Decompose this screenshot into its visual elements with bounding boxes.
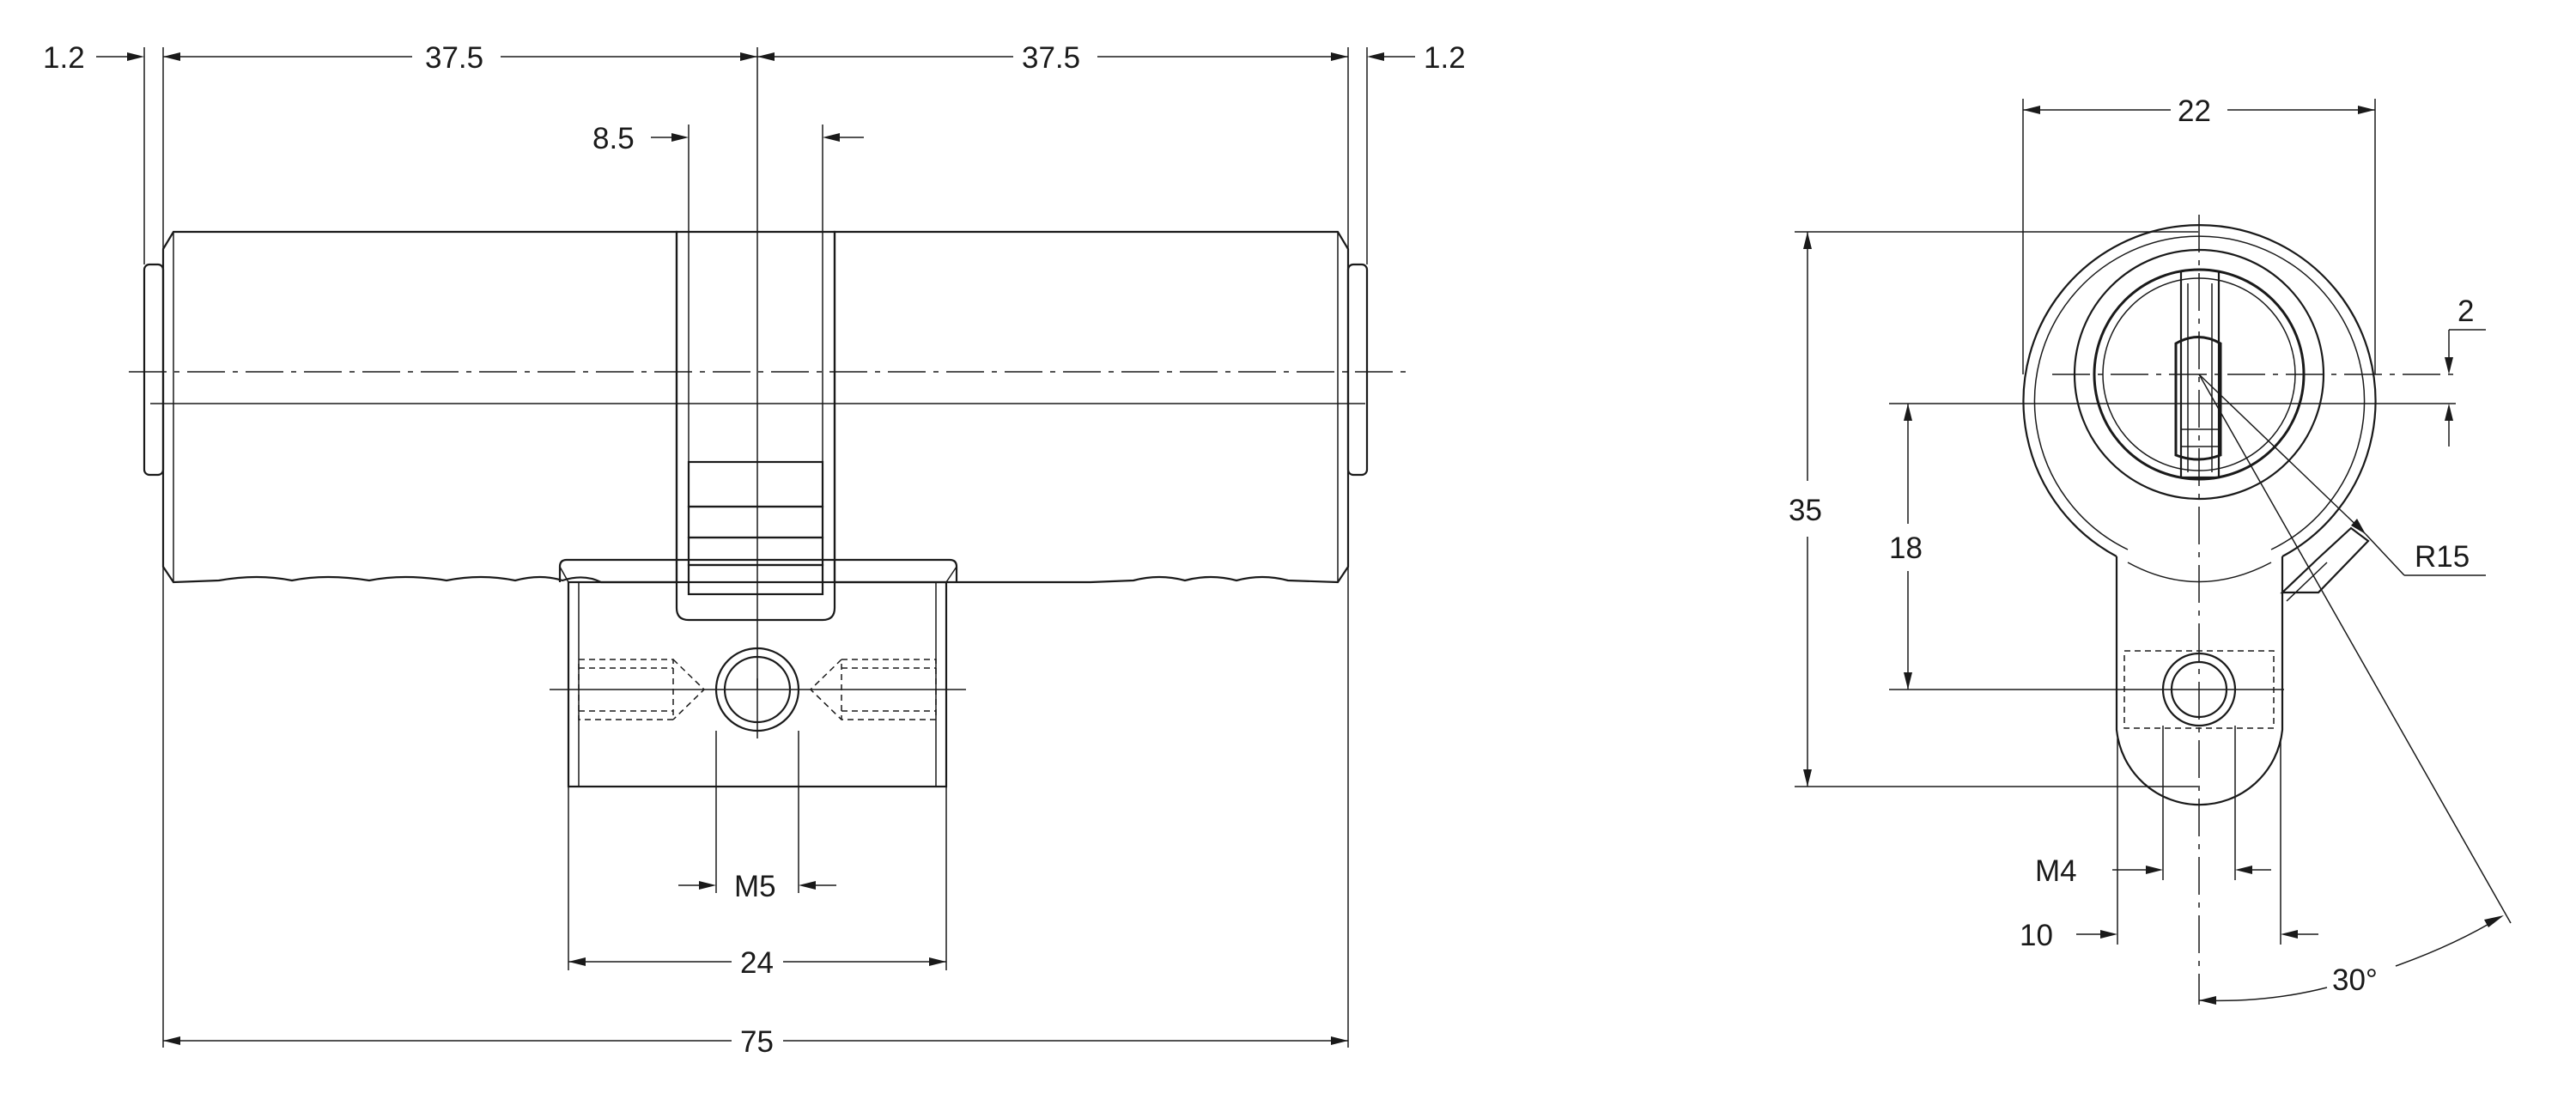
dim-front-width: 22 [2023, 94, 2375, 128]
dim-base-width: 10 [2020, 919, 2318, 952]
dim-radius-label: R15 [2415, 540, 2470, 574]
dim-center-to-bottom-label: 18 [1889, 532, 1923, 565]
dim-center-to-bottom: 18 [1889, 404, 1923, 690]
dim-front-height: 35 [1789, 232, 1822, 787]
dim-radius: R15 [2198, 374, 2486, 576]
dim-right-half-label: 37.5 [1022, 41, 1080, 75]
dim-left-half: 37.5 [163, 41, 757, 75]
dim-right-half: 37.5 [757, 41, 1348, 75]
left-cylinder [143, 230, 678, 584]
dim-angle-label: 30° [2332, 963, 2378, 997]
dim-thread-m4: M4 [2035, 854, 2271, 888]
dim-front-height-label: 35 [1789, 494, 1822, 527]
dim-front-width-label: 22 [2178, 94, 2211, 128]
dim-body-width: 24 [568, 946, 946, 980]
dim-total-length-label: 75 [740, 1025, 774, 1059]
dim-top-left-offset: 1.2 [43, 41, 144, 75]
dim-top-left-offset-label: 1.2 [43, 41, 85, 75]
dim-offset: 2 [2445, 295, 2486, 447]
dim-thread-m5-label: M5 [734, 870, 776, 903]
side-extension-lines [143, 47, 1368, 1048]
dim-left-half-label: 37.5 [425, 41, 483, 75]
cam-section [675, 230, 836, 622]
front-view: 22 35 18 2 [1789, 94, 2512, 1005]
dim-thread-m5: M5 [678, 870, 836, 903]
dim-angle: 30° [2198, 374, 2512, 1005]
dim-cam-width-label: 8.5 [592, 122, 635, 155]
dim-offset-label: 2 [2458, 295, 2474, 328]
dim-thread-m4-label: M4 [2035, 854, 2077, 888]
right-cylinder [833, 230, 1369, 584]
dim-body-width-label: 24 [740, 946, 774, 980]
dim-top-right-offset-label: 1.2 [1424, 41, 1466, 75]
body-block [550, 558, 966, 788]
dim-total-length: 75 [163, 1025, 1348, 1059]
side-view: 1.2 37.5 37.5 1.2 [43, 41, 1466, 1059]
front-extension-lines [1795, 99, 2376, 945]
dim-base-width-label: 10 [2020, 919, 2053, 952]
dim-top-right-offset: 1.2 [1367, 41, 1466, 75]
dim-cam-width: 8.5 [592, 122, 864, 155]
